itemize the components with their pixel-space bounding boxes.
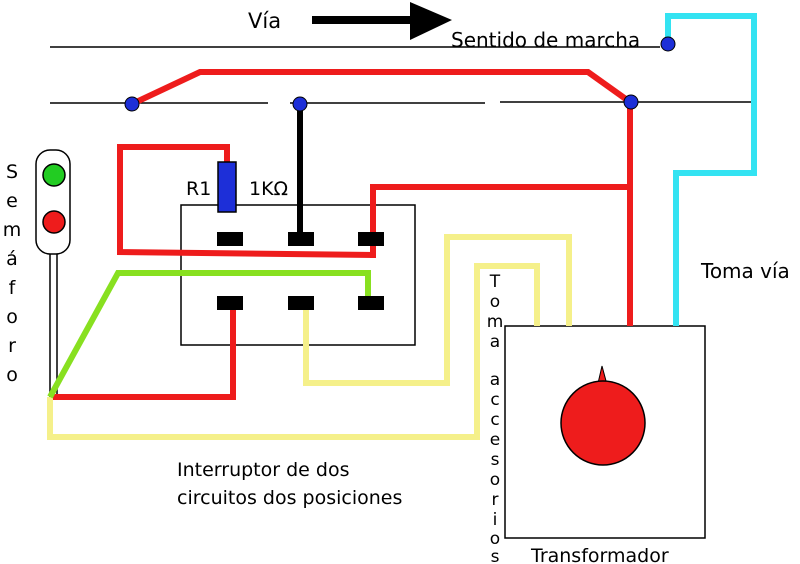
yellow-wires — [47, 234, 572, 440]
resistor-r1 — [217, 161, 237, 213]
track — [50, 46, 755, 104]
terminal-bottom-right — [358, 296, 384, 310]
red-wire-resistor-loop — [117, 144, 376, 258]
transformador-label: Transformador — [530, 545, 669, 564]
knob-dial — [560, 380, 646, 466]
toma-accesorios-letter: o — [490, 470, 500, 490]
semaforo-letter: o — [6, 306, 18, 328]
toma-accesorios-letter: o — [490, 292, 500, 312]
toma-via-label: Toma vía — [700, 259, 790, 283]
toma-accesorios-letter: a — [490, 332, 500, 352]
toma-accesorios-letter: r — [492, 490, 499, 510]
terminal-bottom-left — [217, 296, 243, 310]
interruptor-label-line1: Interruptor de dos — [177, 459, 349, 481]
semaforo-letter: m — [3, 219, 22, 241]
via-label: Vía — [248, 9, 281, 33]
toma-accesorios-letter: a — [490, 370, 500, 390]
toma-accesorios-letter: e — [490, 430, 500, 450]
red-wires — [50, 69, 633, 400]
toma-accesorios-letter: c — [490, 390, 499, 410]
semaforo-letter: á — [6, 248, 18, 270]
connector-right-rail — [623, 94, 639, 110]
semaphore-red-lamp — [42, 210, 66, 234]
semaforo-letter: S — [6, 161, 18, 183]
semaforo-letter: o — [6, 364, 18, 386]
toma-accesorios-letter: s — [491, 450, 500, 470]
transformer-knob — [560, 365, 646, 466]
switch-terminals — [217, 232, 384, 310]
connector-middle-rail — [292, 96, 308, 112]
rail-connectors — [124, 36, 676, 112]
connector-upper-rail — [660, 36, 676, 52]
transformer-box — [504, 325, 706, 539]
toma-accesorios-letter: i — [493, 510, 498, 530]
semaforo-vertical-label: S e m á f o r o — [3, 161, 22, 386]
semaphore-green-lamp — [42, 163, 66, 187]
terminal-bottom-middle — [288, 296, 314, 310]
semaphore — [35, 149, 71, 400]
terminal-top-middle — [288, 232, 314, 246]
toma-accesorios-letter: m — [487, 312, 504, 332]
toma-accesorios-letter: T — [489, 272, 501, 292]
direction-arrow — [312, 2, 452, 40]
yellow-wire-switch-to-transformer — [303, 234, 572, 386]
toma-accesorios-vertical-label: T o m a a c c e s o r i o s — [487, 272, 504, 564]
red-wire-top-right-terminal — [370, 184, 630, 258]
toma-accesorios-letter: s — [491, 547, 500, 564]
interruptor-label-line2: circuitos dos posiciones — [177, 487, 402, 509]
terminal-top-right — [358, 232, 384, 246]
red-wire-semaphore — [50, 305, 236, 400]
toma-accesorios-letter: c — [490, 410, 499, 430]
resistor-name-label: R1 — [186, 178, 211, 200]
resistor-value-label: 1KΩ — [249, 178, 288, 200]
terminal-top-left — [217, 232, 243, 246]
connector-left-rail — [124, 96, 140, 112]
semaforo-letter: f — [9, 277, 17, 299]
semaforo-letter: e — [6, 190, 18, 212]
cyan-wire-toma-via — [665, 13, 757, 326]
semaforo-letter: r — [8, 335, 16, 357]
red-wire-track-bridge — [130, 69, 632, 107]
yellow-wire-semaphore-loop — [47, 263, 540, 440]
toma-accesorios-letter: o — [490, 529, 500, 549]
sentido-label: Sentido de marcha — [451, 28, 640, 52]
green-wire-semaphore — [47, 270, 371, 399]
